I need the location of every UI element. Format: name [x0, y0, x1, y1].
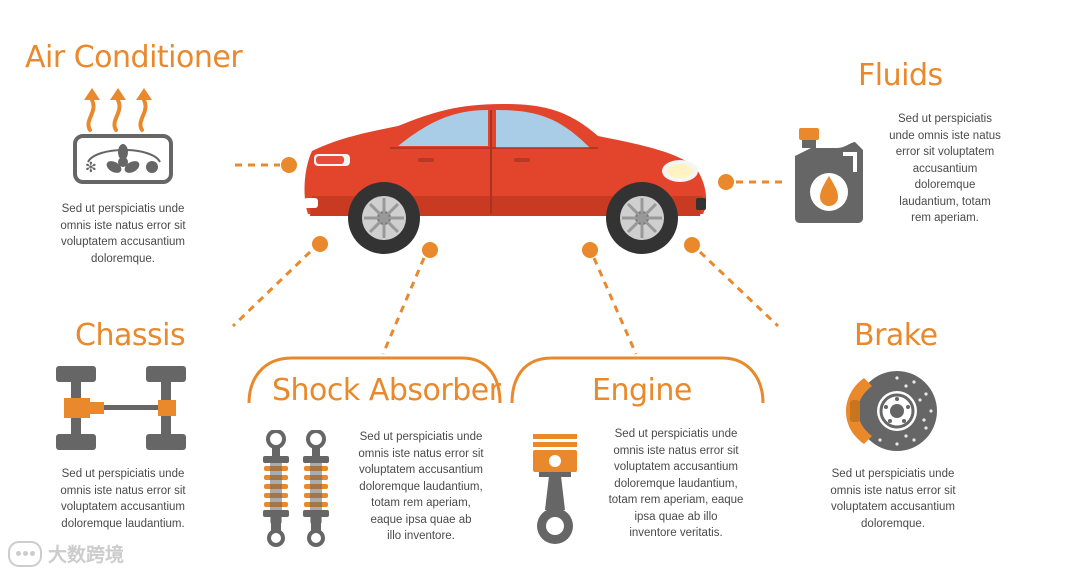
desc-line: laudantium, totam [899, 195, 991, 208]
fluids-description: Sed ut perspiciatis unde omnis iste natu… [870, 111, 1020, 227]
desc-line: voluptatem accusantium [60, 501, 185, 513]
dot-air-conditioner [281, 157, 297, 173]
desc-line: ipsa quae ab illo [634, 510, 718, 523]
watermark-logo-icon [8, 540, 42, 567]
desc-line: Sed ut perspiciatis unde [61, 203, 185, 215]
watermark: 大数跨境 [8, 540, 124, 567]
dot-fluids [718, 174, 734, 190]
dot-brake [684, 237, 700, 253]
dot-shock-absorber [422, 242, 438, 258]
desc-line: unde omnis iste natus [889, 129, 1001, 142]
ac-unit-icon: ✻ [73, 88, 173, 184]
air-conditioner-description: Sed ut perspiciatis unde omnis iste natu… [30, 201, 216, 267]
connector-shock-absorber [381, 257, 426, 355]
desc-line: doloremque laudantium, [614, 477, 738, 490]
piston-icon [533, 434, 577, 544]
engine-description: Sed ut perspiciatis unde omnis iste natu… [598, 426, 754, 542]
desc-line: eaque ipsa quae ab [370, 513, 472, 526]
desc-line: voluptatem accusantium [358, 464, 483, 476]
desc-line: accusantium [912, 162, 978, 175]
desc-line: Sed ut perspiciatis unde [61, 468, 185, 480]
svg-text:✻: ✻ [85, 160, 97, 176]
desc-line: omnis iste natus error sit [60, 484, 186, 497]
desc-line: voluptatem accusantium [60, 236, 185, 248]
desc-line: rem aperiam. [911, 212, 979, 224]
shock-absorber-description: Sed ut perspiciatis unde omnis iste natu… [345, 429, 497, 545]
dot-chassis [312, 236, 328, 252]
desc-line: omnis iste natus error sit [60, 219, 186, 232]
desc-line: voluptatem accusantium [613, 461, 738, 473]
desc-line: Sed ut perspiciatis [898, 113, 992, 125]
desc-line: totam rem aperiam, [371, 497, 471, 509]
desc-line: omnis iste natus error sit [830, 484, 956, 497]
shock-absorber-icon [263, 430, 331, 547]
shock-absorber-title: Shock Absorber [272, 373, 501, 408]
chassis-description: Sed ut perspiciatis unde omnis iste natu… [30, 466, 216, 532]
chassis-icon [56, 366, 186, 450]
desc-line: omnis iste natus error sit [613, 444, 739, 457]
chassis-title: Chassis [75, 318, 186, 353]
desc-line: omnis iste natus error sit [358, 447, 484, 460]
oil-canister-icon [795, 128, 863, 223]
desc-line: doloremque laudantium. [61, 517, 185, 530]
engine-title: Engine [592, 373, 692, 408]
desc-line: doloremque. [91, 252, 155, 265]
desc-line: doloremque. [861, 517, 925, 530]
arc-shock-absorber [247, 356, 502, 404]
watermark-text: 大数跨境 [48, 544, 125, 566]
desc-line: doloremque [914, 179, 976, 191]
arc-engine [510, 356, 765, 404]
car-illustration [304, 104, 707, 254]
desc-line: Sed ut perspiciatis unde [831, 468, 955, 480]
brake-title: Brake [854, 318, 938, 353]
air-conditioner-title: Air Conditioner [25, 40, 243, 75]
desc-line: Sed ut perspiciatis unde [614, 428, 738, 440]
desc-line: doloremque laudantium, [359, 480, 483, 493]
desc-line: Sed ut perspiciatis unde [359, 431, 483, 443]
brake-disc-icon [846, 371, 937, 451]
connector-brake [698, 250, 780, 328]
dot-engine [582, 242, 598, 258]
desc-line: inventore veritatis. [629, 527, 723, 539]
desc-line: totam rem aperiam, eaque [608, 494, 744, 506]
desc-line: error sit voluptatem [895, 146, 995, 158]
brake-description: Sed ut perspiciatis unde omnis iste natu… [800, 466, 986, 532]
fluids-title: Fluids [858, 58, 943, 93]
desc-line: voluptatem accusantium [830, 501, 955, 513]
connector-engine [592, 257, 638, 355]
desc-line: illo inventore. [387, 530, 455, 542]
connector-chassis [231, 250, 312, 328]
